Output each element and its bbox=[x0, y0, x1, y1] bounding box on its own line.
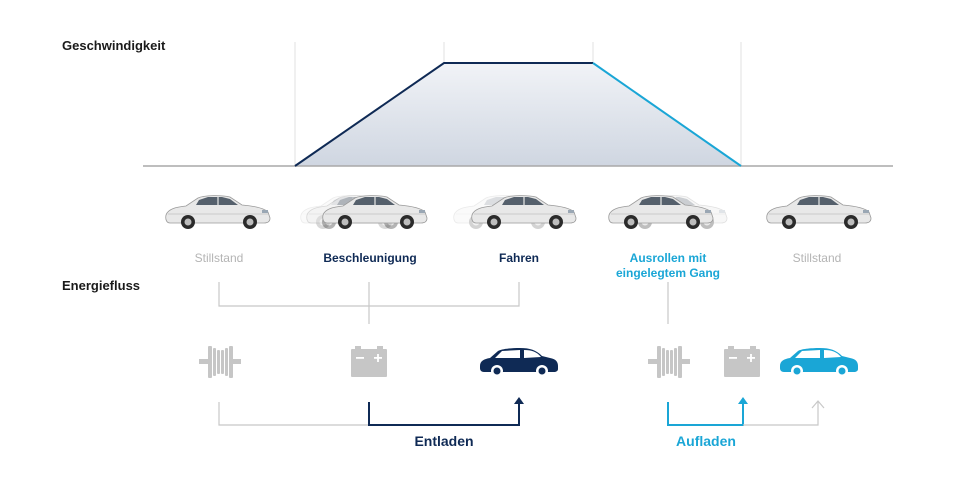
battery-icon bbox=[351, 346, 387, 377]
speed-line-coast bbox=[592, 62, 742, 167]
energy-top-connector bbox=[218, 282, 669, 324]
phase-label-stillstand: Stillstand bbox=[792, 251, 842, 265]
phase-label-ausrollen-line1: Ausrollen mit bbox=[629, 251, 707, 265]
phase-label-ausrollen-line2: eingelegtem Gang bbox=[615, 266, 721, 280]
car-icon bbox=[780, 348, 858, 377]
discharge-flow bbox=[218, 397, 524, 426]
car-beschleunigung bbox=[300, 195, 428, 230]
battery-icon bbox=[724, 346, 760, 377]
car-icon bbox=[480, 348, 558, 377]
car-fahren bbox=[453, 195, 577, 230]
speed-area bbox=[295, 63, 741, 166]
car-stillstand-2 bbox=[766, 195, 872, 230]
car-stillstand-1 bbox=[165, 195, 271, 230]
phase-label-stillstand: Stillstand bbox=[194, 251, 244, 265]
discharge-label: Entladen bbox=[414, 433, 474, 449]
charge-label: Aufladen bbox=[676, 433, 736, 449]
speed-chart bbox=[143, 42, 893, 167]
motor-generator-icon bbox=[199, 346, 241, 378]
phase-label-beschleunigung: Beschleunigung bbox=[323, 251, 417, 265]
car-ausrollen bbox=[608, 195, 728, 230]
energy-icons bbox=[199, 346, 858, 378]
car-photos bbox=[165, 195, 872, 230]
speed-heading: Geschwindigkeit bbox=[62, 38, 166, 53]
phase-label-fahren: Fahren bbox=[498, 251, 539, 265]
motor-generator-icon bbox=[648, 346, 690, 378]
phase-label-ausrollen: Ausrollen mit eingelegtem Gang bbox=[598, 251, 738, 281]
speed-line-accel bbox=[294, 62, 593, 167]
charge-flow bbox=[667, 397, 825, 426]
energy-heading: Energiefluss bbox=[62, 278, 141, 293]
